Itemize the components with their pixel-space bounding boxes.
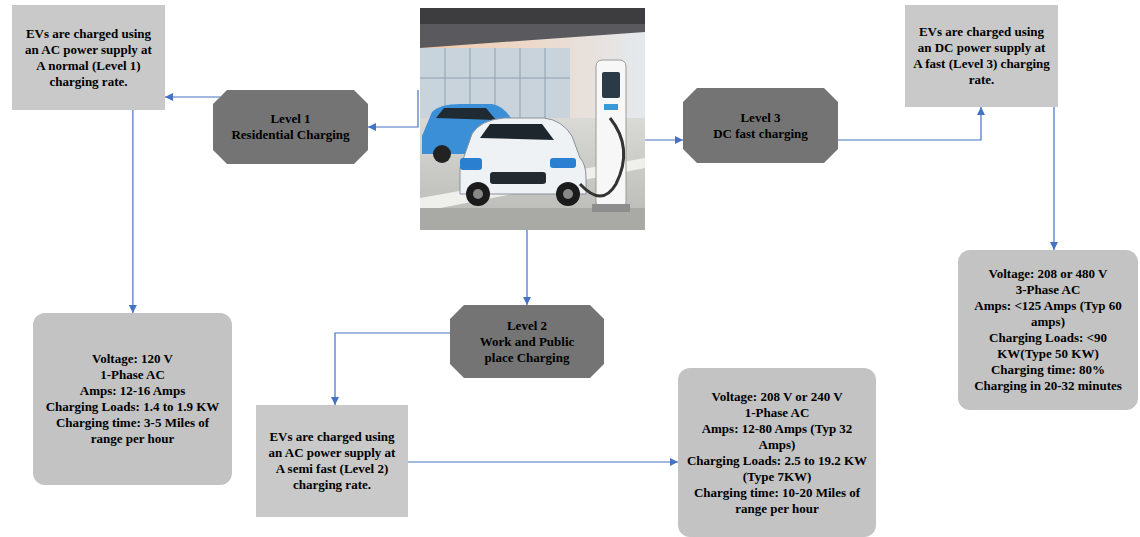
arrow-connector [335,333,450,405]
arrow-connector [1053,107,1054,250]
picture-to-level3-line [645,139,683,140]
level-octagon: Level 3DC fast charging [683,88,838,163]
box-text: Voltage: 120 V [92,351,173,367]
arrow-connector [132,110,133,313]
box-text: DC fast charging [713,126,808,142]
level-heading: Level 2 [507,318,547,334]
box-text: Charging time: 10-20 Miles of range per … [686,485,868,517]
description-box: EVs are charged using an AC power supply… [256,405,408,517]
picture-to-level1-line [368,90,418,127]
box-text: 1-Phase AC [100,367,165,383]
spec-box: Voltage: 208 or 480 V3-Phase ACAmps: <12… [958,250,1138,410]
spec-box: Voltage: 120 V1-Phase ACAmps: 12-16 Amps… [33,313,232,485]
level-octagon: Level 1Residential Charging [213,90,368,164]
box-text: Charging Loads: <90 KW(Type 50 KW) [966,330,1130,362]
box-text: Amps: <125 Amps (Typ 60 amps) [966,298,1130,330]
octagon-fill [683,88,838,163]
arrow-connector [838,107,981,140]
box-text: Voltage: 208 V or 240 V [711,389,842,405]
level-heading: Level 1 [270,111,310,127]
box-text: Charging time: 80% Charging in 20-32 min… [966,362,1130,394]
charging-station-illustration [420,8,645,230]
box-text: Charging Loads: 2.5 to 19.2 KW (Type 7KW… [686,453,868,485]
box-text: 3-Phase AC [1016,282,1081,298]
box-text: Amps: 12-16 Amps [80,383,185,399]
picture-to-level2-line [526,230,527,305]
description-box: EVs are charged using an AC power supply… [12,5,165,110]
box-text: EVs are charged using an AC power supply… [264,429,400,493]
octagon-fill [213,90,368,164]
box-text: EVs are charged using an DC power supply… [913,24,1050,88]
octagon-fill [450,305,604,378]
box-text: Residential Charging [231,127,349,143]
arrow-connector [408,461,678,462]
box-text: EVs are charged using an AC power supply… [20,26,157,90]
box-text: Work and Public place Charging [464,334,590,366]
arrow-connector [165,96,220,97]
level-octagon: Level 2Work and Public place Charging [450,305,604,378]
box-text: Amps: 12-80 Amps (Typ 32 Amps) [686,421,868,453]
box-text: Charging Loads: 1.4 to 1.9 KW [46,399,220,415]
box-text: Voltage: 208 or 480 V [989,266,1108,282]
spec-box: Voltage: 208 V or 240 V1-Phase ACAmps: 1… [678,368,876,537]
box-text: 1-Phase AC [745,405,810,421]
level-heading: Level 3 [740,110,780,126]
description-box: EVs are charged using an DC power supply… [905,5,1058,107]
box-text: Charging time: 3-5 Miles of range per ho… [41,415,224,447]
